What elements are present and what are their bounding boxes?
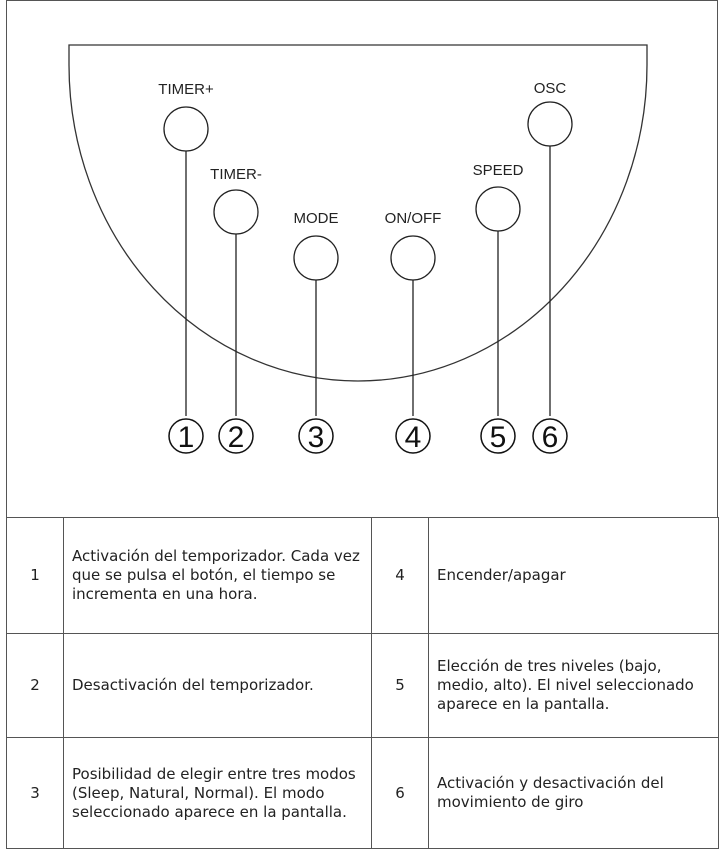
table-row: 3 Posibilidad de elegir entre tres modos… [6,737,719,849]
number-label: 3 [308,421,325,454]
button-label: OSC [534,80,567,97]
button-speed: SPEED 5 [473,162,524,454]
button-circle [293,235,339,281]
number-circle [532,418,568,454]
number-circle [218,418,254,454]
control-panel-diagram: TIMER+ 1 TIMER- 2 MODE 3 ON/OFF [6,0,718,518]
number-circle [395,418,431,454]
panel-outline [68,44,648,382]
number-circle [480,418,516,454]
legend-table: 1 Activación del temporizador. Cada vez … [6,517,719,849]
legend-number: 4 [371,517,429,634]
legend-number: 1 [6,517,64,634]
button-osc: OSC 6 [527,80,573,454]
legend-description: Desactivación del temporizador. [63,633,372,738]
button-mode: MODE 3 [293,210,339,454]
number-label: 5 [490,421,507,454]
button-circle [390,235,436,281]
button-timer-plus: TIMER+ 1 [158,81,214,454]
number-label: 4 [405,421,422,454]
number-circle [168,418,204,454]
legend-description: Activación y desactivación del movimient… [428,737,719,849]
number-label: 1 [178,421,195,454]
legend-description: Activación del temporizador. Cada vez qu… [63,517,372,634]
button-label: ON/OFF [385,210,442,227]
legend-number: 3 [6,737,64,849]
number-label: 2 [228,421,245,454]
legend-number: 2 [6,633,64,738]
button-timer-minus: TIMER- 2 [210,166,262,454]
button-label: TIMER- [210,166,262,183]
button-label: TIMER+ [158,81,214,98]
button-circle [163,106,209,152]
number-label: 6 [542,421,559,454]
button-on-off: ON/OFF 4 [385,210,442,454]
button-label: SPEED [473,162,524,179]
button-label: MODE [294,210,339,227]
button-circle [527,101,573,147]
legend-description: Elección de tres niveles (bajo, medio, a… [428,633,719,738]
legend-description: Posibilidad de elegir entre tres modos (… [63,737,372,849]
number-circle [298,418,334,454]
table-row: 2 Desactivación del temporizador. 5 Elec… [6,633,719,738]
legend-number: 5 [371,633,429,738]
button-circle [475,186,521,232]
legend-number: 6 [371,737,429,849]
button-circle [213,189,259,235]
panel-drawing: TIMER+ 1 TIMER- 2 MODE 3 ON/OFF [68,44,648,454]
legend-description: Encender/apagar [428,517,719,634]
table-row: 1 Activación del temporizador. Cada vez … [6,517,719,634]
